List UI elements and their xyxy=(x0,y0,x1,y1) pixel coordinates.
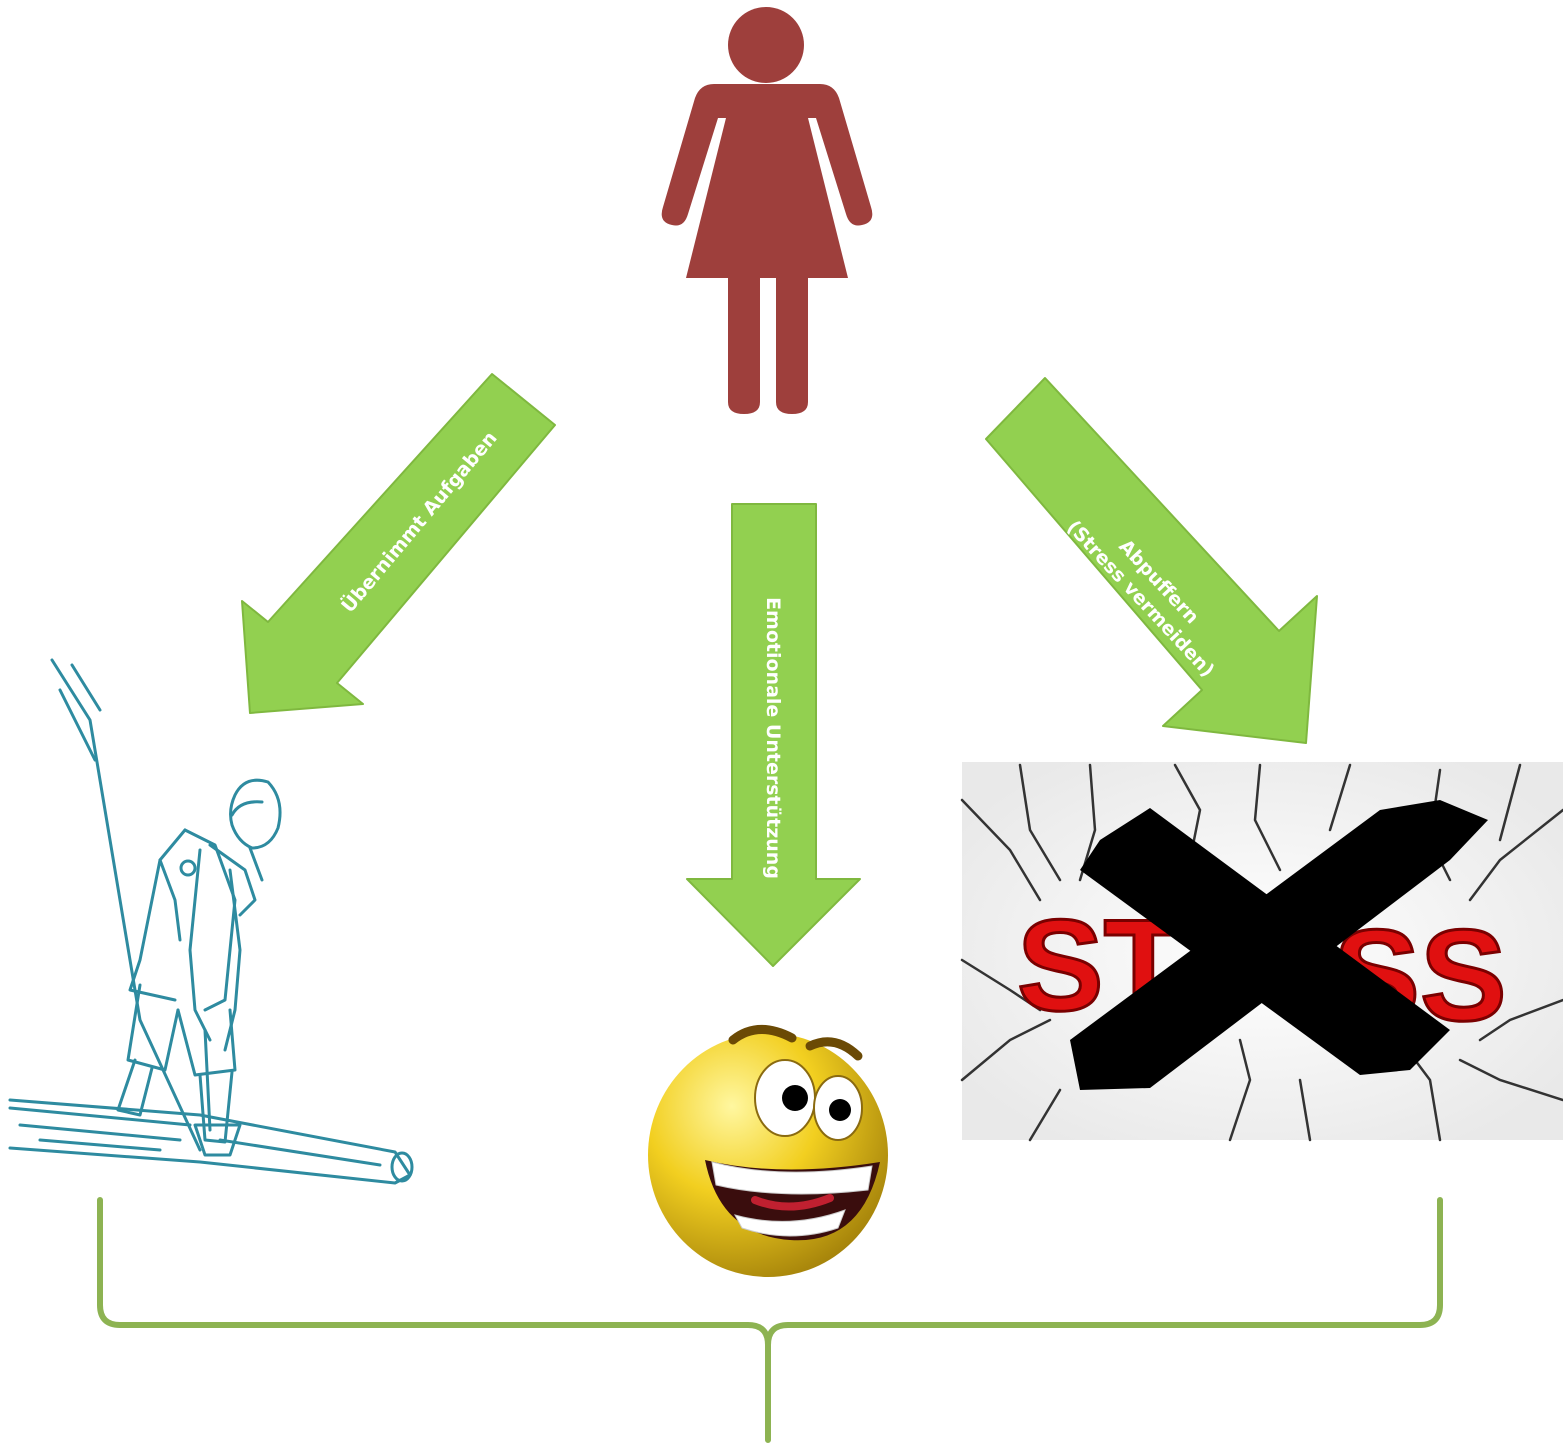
stress-crossed-out-icon: ST SS xyxy=(960,762,1563,1142)
curly-brace xyxy=(97,1197,1443,1443)
woman-figure-icon xyxy=(661,7,873,414)
arrow-left-shape xyxy=(241,373,556,714)
arrow-right: Abpuffern (Stress vermeiden) xyxy=(985,377,1318,744)
arrow-center: Emotionale Unterstützung xyxy=(686,503,861,967)
arrow-center-label: Emotionale Unterstützung xyxy=(762,597,784,879)
black-x-cross xyxy=(1070,800,1488,1090)
man-chopping-log-illustration xyxy=(8,658,414,1185)
grinning-smiley-icon xyxy=(648,1025,888,1277)
arrow-center-shape xyxy=(686,503,861,967)
arrow-left: Übernimmt Aufgaben xyxy=(241,373,556,714)
arrow-right-shape xyxy=(985,377,1318,744)
